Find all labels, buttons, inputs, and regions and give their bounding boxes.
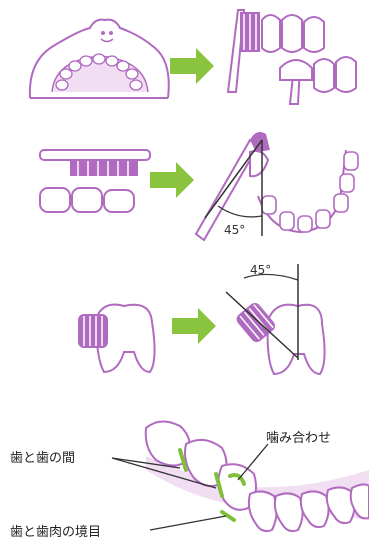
angle-label-step2: 45° <box>224 223 245 237</box>
step-2: 45° <box>39 132 359 242</box>
horizontal-brush-illustration <box>39 149 151 213</box>
arrow-right-icon <box>150 162 194 198</box>
single-tooth-angled-brush: 45° <box>225 263 326 376</box>
single-tooth-with-brush <box>78 303 156 374</box>
upper-jaw-illustration <box>28 18 170 99</box>
highlight-between-teeth-1 <box>178 448 188 472</box>
step-1 <box>28 9 357 105</box>
arrow-right-icon <box>172 308 216 344</box>
label-between-teeth: 歯と歯の間 <box>10 451 75 466</box>
highlight-between-teeth-2 <box>214 472 224 498</box>
label-gum-line: 歯と歯肉の境目 <box>10 525 101 540</box>
arrow-right-icon <box>170 48 214 84</box>
vertical-brush-illustration <box>226 9 357 105</box>
angle-label-step3: 45° <box>250 263 271 277</box>
highlight-bite-surface <box>228 473 246 486</box>
label-bite-surface: 噛み合わせ <box>266 431 331 446</box>
step-4-tooth-row <box>144 420 369 533</box>
angled-brush-illustration: 45° <box>194 132 359 242</box>
leader-lines <box>111 443 269 531</box>
highlight-gum-line <box>220 510 236 522</box>
step-3: 45° <box>78 263 326 376</box>
